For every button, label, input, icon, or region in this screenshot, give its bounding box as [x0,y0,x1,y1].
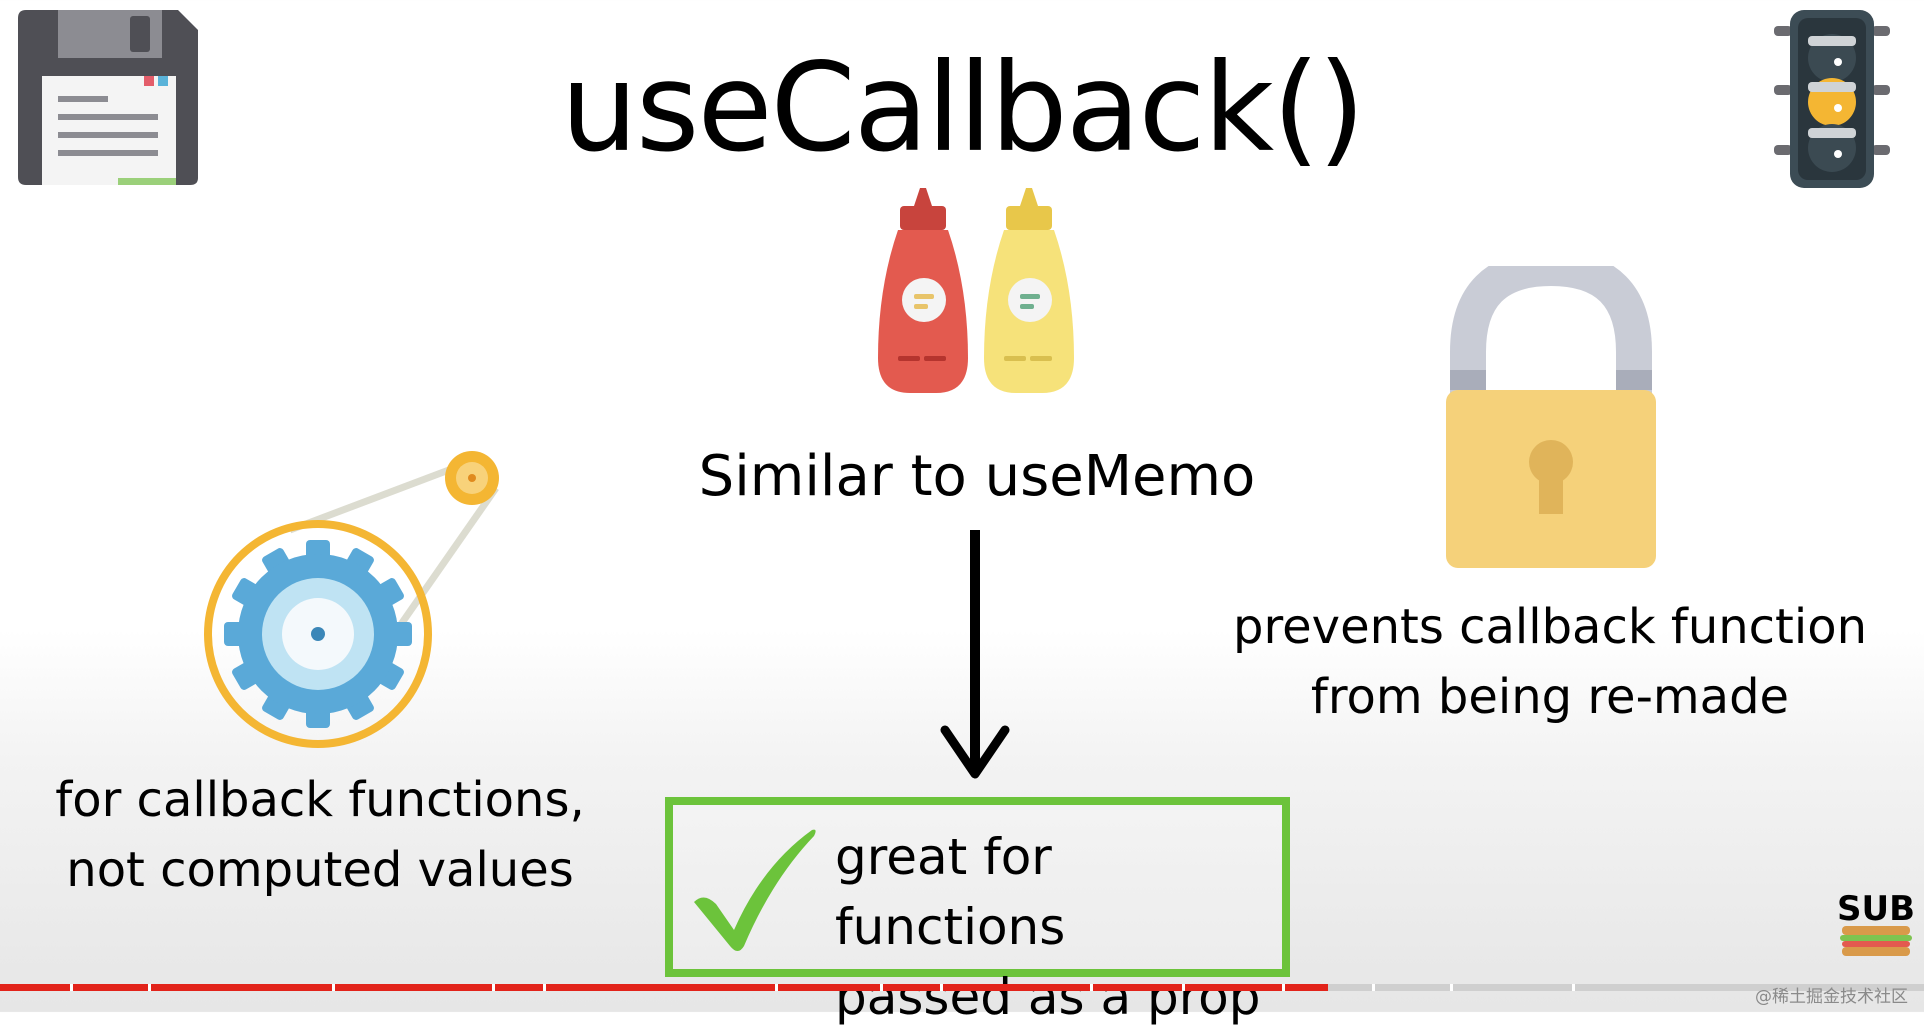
chapter-marker [492,984,495,991]
right-caption: prevents callback function from being re… [1220,592,1880,732]
traffic-light-icon [1774,10,1890,188]
checkmark-icon [694,829,816,951]
left-caption-line-1: for callback functions, [55,772,585,828]
chapter-marker [940,984,943,991]
chapter-marker [1450,984,1453,991]
progress-played [0,984,1328,991]
chapter-marker [70,984,73,991]
floppy-disk-icon [18,10,198,185]
down-arrow-icon [940,530,1010,779]
chapter-marker [148,984,151,991]
sub-logo-text: SUB [1837,889,1915,929]
highlight-box-line-1: great for functions [835,828,1066,956]
chapter-marker [1372,984,1375,991]
left-caption-line-2: not computed values [66,842,574,898]
highlight-box-text: great for functions passed as a prop [835,822,1295,1032]
chapter-marker [1572,984,1575,991]
left-caption: for callback functions, not computed val… [20,765,620,905]
chapter-marker [880,984,883,991]
gear-pulley-icon [204,451,499,748]
chapter-marker [1182,984,1185,991]
chapter-marker [332,984,335,991]
sauce-bottles-icon [878,188,1074,393]
chapter-marker [1090,984,1093,991]
sub-sandwich-logo: SUB [1837,889,1915,956]
chapter-marker [775,984,778,991]
highlight-box-line-2: passed as a prop [835,968,1261,1026]
chapter-marker [543,984,546,991]
slide-title: useCallback() [560,37,1366,179]
video-progress-bar[interactable] [0,984,1924,991]
padlock-icon [1446,266,1656,568]
subtitle: Similar to useMemo [698,444,1256,509]
chapter-marker [1282,984,1285,991]
right-caption-line-1: prevents callback function [1232,599,1867,655]
watermark: @稀土掘金技术社区 [1755,987,1908,1007]
right-caption-line-2: from being re-made [1310,669,1790,725]
